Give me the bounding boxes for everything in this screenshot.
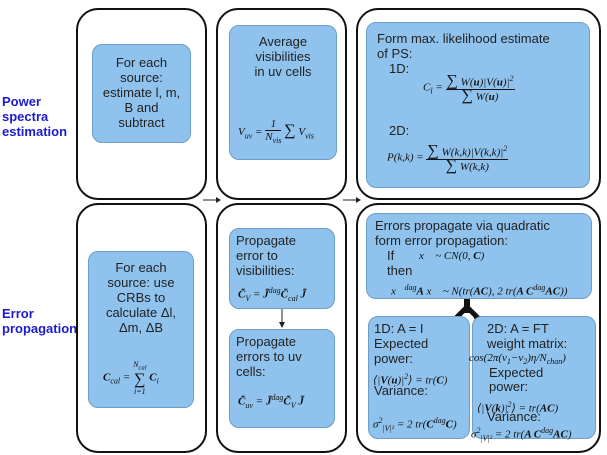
row-label-line: estimation — [2, 124, 68, 139]
label-if: If — [387, 248, 395, 263]
formula-quadratic-form: x⃗dagA x⃗ ~ N(tr(AC), 2 tr(A CdagAC)) — [391, 283, 568, 298]
box-crb-source-errors: For each source: use CRBs to calculate Δ… — [88, 251, 194, 408]
box-max-likelihood-ps: Form max. likelihood estimate of PS: 1D:… — [366, 22, 590, 188]
title-2d: 2D: A = FT — [487, 321, 549, 336]
text-line: Propagate — [236, 334, 296, 349]
text-line: calculate Δl, — [105, 305, 177, 320]
text-line: in uv cells — [236, 64, 330, 79]
formula-expected-power-2d: ⟨|V(k)|2⟩ = tr(AC) — [477, 400, 559, 415]
text-line: subtract — [118, 115, 165, 130]
formula-c-uv: C̃uv = J̃dagC̃V J̃ — [238, 393, 304, 410]
text-line: Errors propagate via quadratic — [375, 218, 550, 233]
text-line: estimate l, m, — [102, 85, 181, 100]
formula-weight-matrix: cos(2π(ν1−ν2)η/Nchan) — [469, 352, 566, 367]
text-line: Propagate — [236, 233, 296, 248]
box-propagate-to-visibilities: Propagate error to visibilities: C̃V = J… — [229, 228, 335, 309]
label-variance: Variance: — [374, 383, 428, 398]
arrow-head — [356, 197, 361, 203]
title-1d: 1D: A = I — [374, 321, 424, 336]
row-label-error-propagation: Error propagation — [2, 306, 77, 336]
formula-expected-power-1d: ⟨|V(u)|2⟩ = tr(C) — [373, 372, 448, 387]
row-label-line: spectra — [2, 109, 49, 124]
text-line: Expected — [374, 336, 429, 351]
row-label-line: Power — [2, 94, 42, 109]
label-1d: 1D: — [389, 61, 410, 76]
text-line: weight matrix: — [487, 336, 568, 351]
text-line: errors to uv — [236, 349, 302, 364]
formula-cl: Cl = ∑ W(u)|V(u)|2∑ W(u) — [423, 72, 515, 104]
arrow-head — [216, 197, 221, 203]
text-line: power: — [489, 379, 529, 394]
text-line: Average — [258, 34, 308, 49]
text-line: Form max. likelihood estimate — [377, 31, 550, 46]
text-line: visibilities: — [236, 263, 295, 278]
label-2d: 2D: — [389, 123, 410, 138]
text-line: source: — [120, 70, 163, 85]
box-estimate-source-params: For each source: estimate l, m, B and su… — [92, 44, 191, 143]
label-variance: Variance: — [487, 409, 541, 424]
formula-pk: P(k,k) = ∑ W(k,k)|V(k,k)|2∑ W(k,k) — [387, 142, 509, 174]
text-line: error to — [236, 248, 278, 263]
text-line: B and — [124, 100, 159, 115]
formula-variance-1d: σ2|V|² = 2 tr(CdagC) — [373, 416, 457, 433]
box-average-visibilities: Average visibilities in uv cells Vuv = 1… — [229, 25, 337, 160]
box-1d-identity: 1D: A = I Expected power: ⟨|V(u)|2⟩ = tr… — [368, 316, 470, 439]
box-quadratic-error-propagation: Errors propagate via quadratic form erro… — [366, 213, 592, 299]
arrow-power-2-3 — [343, 197, 361, 203]
text-line: For each — [115, 55, 168, 70]
text-line: visibilities — [255, 49, 311, 64]
formula-c-cal: Ccal = Ncal∑i=1 Ci — [103, 360, 159, 396]
label-then: then — [387, 263, 413, 278]
text-line: cells: — [236, 364, 266, 379]
row-label-power-spectra: Power spectra estimation — [2, 94, 67, 139]
row-label-line: Error — [2, 306, 34, 321]
formula-x-dist: x⃗ ~ CN(0, C) — [419, 250, 485, 262]
text-line: source: use — [107, 275, 175, 290]
text-segment: in uv cells — [254, 64, 312, 79]
formula-variance-2d: σ2|V|² = 2 tr(A CdagAC) — [471, 426, 572, 443]
text-line: CRBs to — [116, 290, 166, 305]
text-line: For each — [115, 260, 167, 275]
row-label-line: propagation — [2, 321, 78, 336]
formula-c-v: C̃V = J̃dagC̃cal J̃ — [238, 286, 307, 303]
box-2d-fourier: 2D: A = FT weight matrix: cos(2π(ν1−ν2)η… — [469, 316, 596, 443]
box-propagate-to-uv-cells: Propagate errors to uv cells: C̃uv = J̃d… — [229, 329, 335, 428]
text-line: Δm, ΔB — [118, 320, 164, 335]
text-line: power: — [374, 351, 414, 366]
text-line: Expected — [489, 365, 544, 380]
text-line: of PS: — [377, 46, 413, 61]
arrow-power-1-2 — [203, 197, 221, 203]
text-line: form error propagation: — [375, 233, 508, 248]
